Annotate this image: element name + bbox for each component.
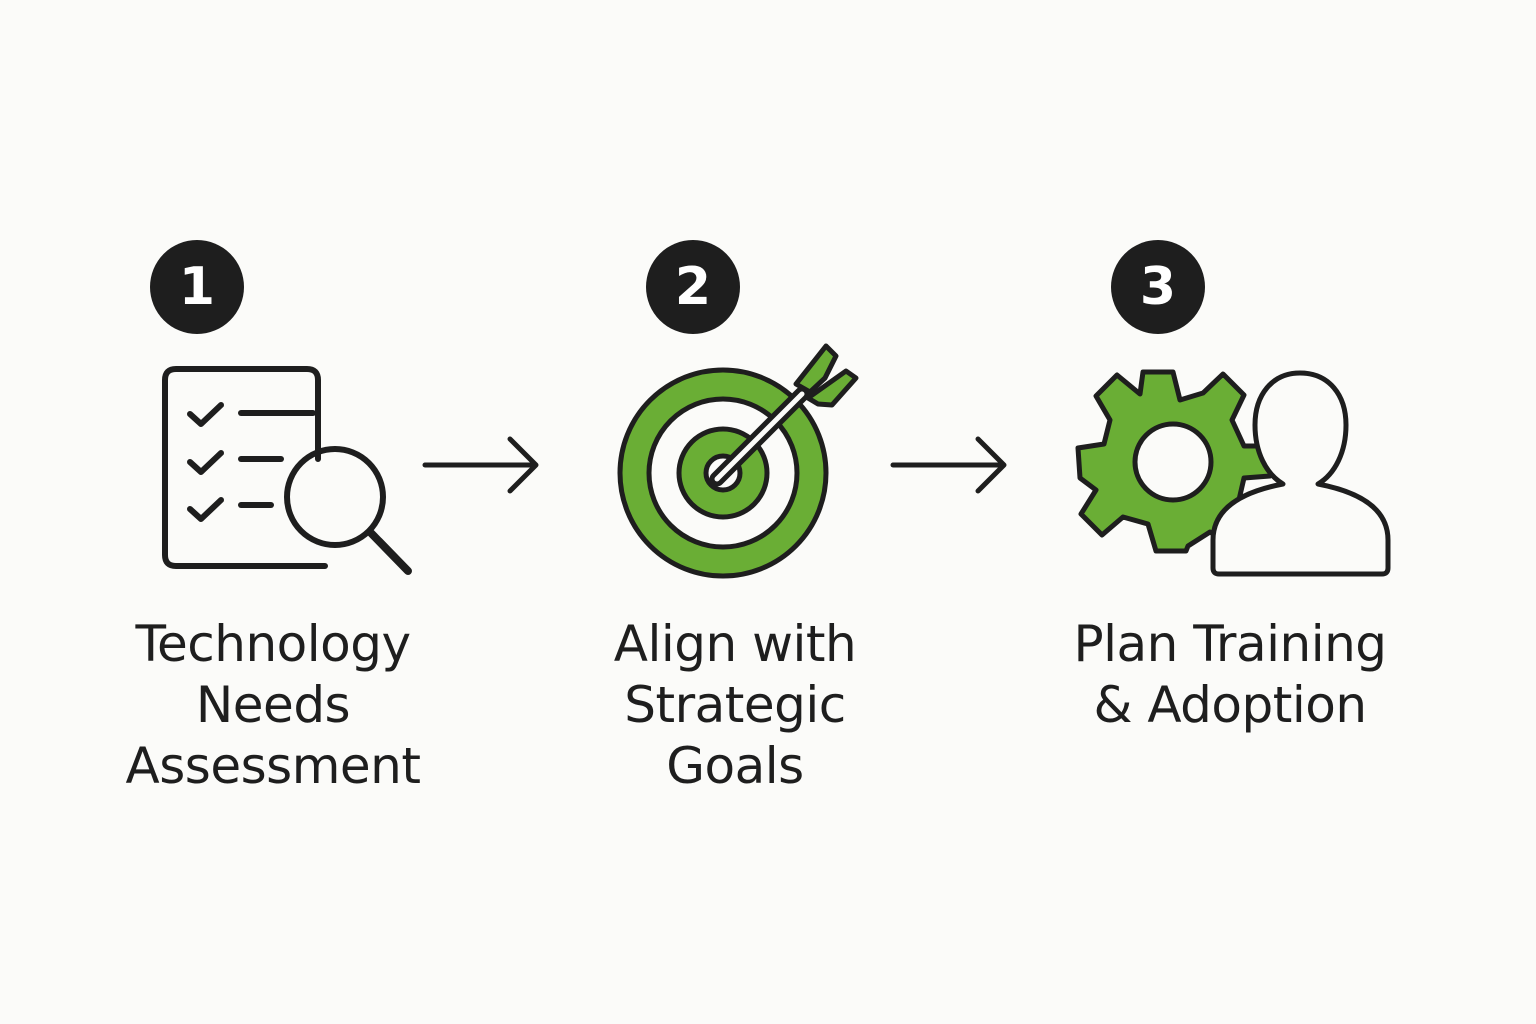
step-3-label-line-1: Plan Training [1073,615,1387,673]
target-arrow-icon [617,343,859,579]
step-3-label: Plan Training & Adoption [1030,614,1430,736]
arrow-right-icon [422,436,539,494]
step-1-number-badge: 1 [150,240,244,334]
step-2-label-line-1: Align with [613,615,857,673]
step-2-label-line-2: Strategic [624,676,846,734]
step-1-label: Technology Needs Assessment [73,614,473,797]
step-3-label-line-2: & Adoption [1093,676,1367,734]
checklist-magnifier-icon [162,366,412,575]
step-2-number-badge: 2 [646,240,740,334]
step-1-label-line-3: Assessment [125,737,421,795]
step-2-label-line-3: Goals [666,737,804,795]
step-1-label-line-1: Technology [135,615,411,673]
step-1-label-line-2: Needs [195,676,351,734]
step-2-label: Align with Strategic Goals [535,614,935,797]
gear-person-icon [1075,369,1391,577]
step-3-number-badge: 3 [1111,240,1205,334]
arrow-right-icon [890,436,1007,494]
